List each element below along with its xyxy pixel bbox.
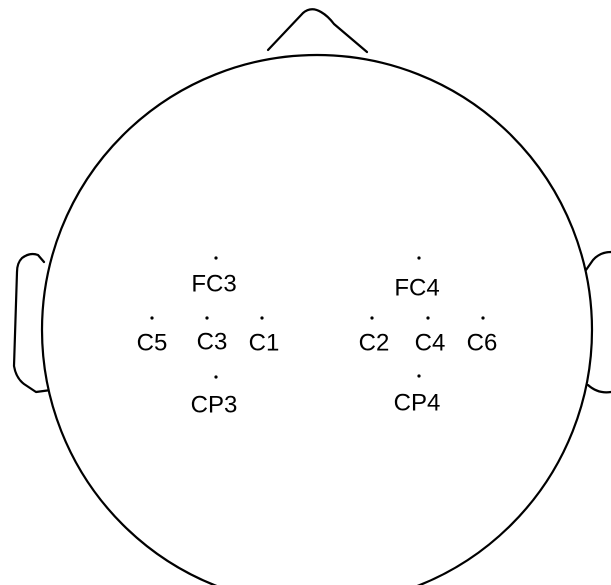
electrode-label: CP4: [394, 389, 441, 416]
electrode-dot: [426, 316, 429, 319]
electrode-dot: [370, 316, 373, 319]
electrode-label: C6: [467, 329, 498, 356]
electrode-dot: [214, 256, 217, 259]
electrode-dot: [417, 374, 420, 377]
electrode-label: C1: [249, 329, 280, 356]
electrode-dot: [260, 316, 263, 319]
electrode-label: C3: [197, 328, 228, 355]
electrode-dot: [150, 316, 153, 319]
electrode-label: C4: [415, 329, 446, 356]
electrode-dot: [205, 316, 208, 319]
electrode-label: C5: [137, 329, 168, 356]
electrode-dot: [214, 375, 217, 378]
head-outline: [42, 55, 592, 585]
electrode-label: FC4: [394, 274, 439, 301]
electrode-dot: [417, 256, 420, 259]
electrode-dot: [481, 316, 484, 319]
electrode-label: C2: [359, 329, 390, 356]
electrode-label: CP3: [191, 391, 238, 418]
electrode-label: FC3: [191, 270, 236, 297]
nose-outline: [268, 9, 367, 52]
